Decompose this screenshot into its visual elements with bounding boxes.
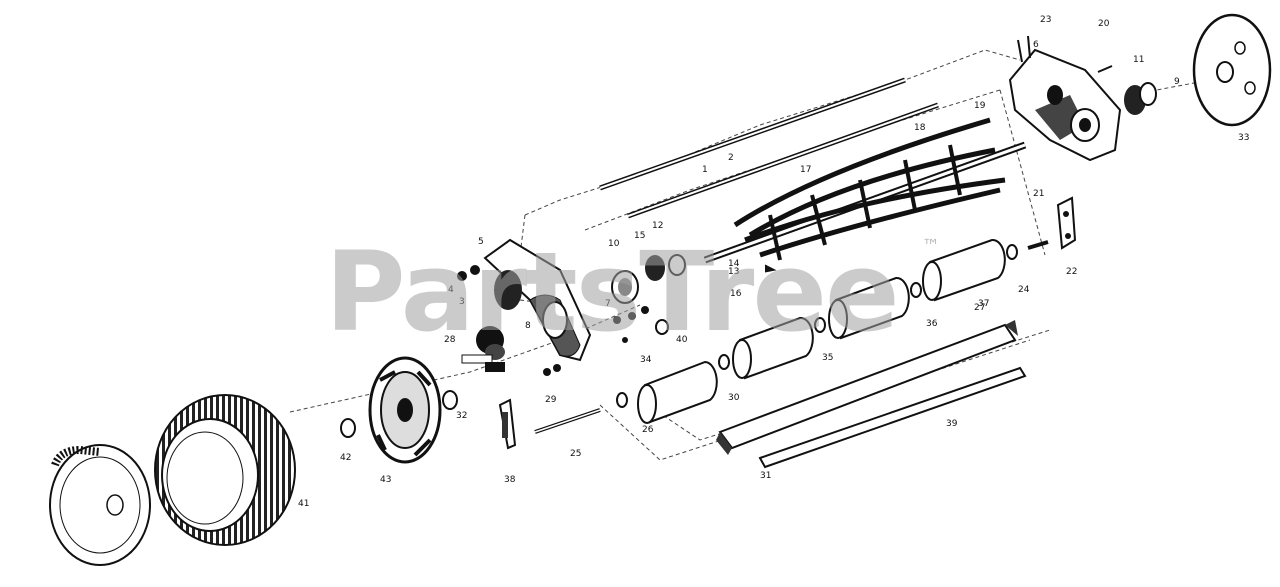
callout-label: 2 [728, 153, 734, 163]
small-hardware [457, 265, 649, 376]
callout-label: 4 [448, 285, 454, 295]
callout-label: 23 [1040, 15, 1051, 25]
callout-label: 36 [926, 319, 938, 329]
callout-label: 42 [340, 453, 351, 463]
bushing-small [340, 390, 458, 438]
callout-label: 39 [946, 419, 958, 429]
callout-label: 18 [914, 123, 926, 133]
callout-label: 3 [459, 297, 465, 307]
roller-1 [637, 360, 718, 424]
callout-label: 14 [728, 259, 740, 269]
roller-2 [732, 316, 814, 380]
callout-label: 19 [974, 101, 986, 111]
callout-label: 12 [652, 221, 663, 231]
bed-knife [758, 366, 1027, 469]
callout-label: 43 [380, 475, 391, 485]
callout-labels: 1 2 3 4 5 6 7 8 9 10 11 12 13 14 15 16 1… [298, 15, 1249, 509]
callout-label: 21 [1033, 189, 1044, 199]
rollers [616, 238, 1018, 424]
link-right [1027, 196, 1077, 250]
side-plate-left [483, 238, 592, 362]
callout-label: 32 [456, 411, 467, 421]
callout-label: 37 [978, 299, 989, 309]
roller-washers [616, 244, 1018, 408]
callout-label: 8 [525, 321, 531, 331]
callout-label: 9 [1174, 77, 1180, 87]
callout-label: 26 [642, 425, 654, 435]
callout-label: 33 [1238, 133, 1249, 143]
callout-label: 29 [545, 395, 557, 405]
callout-label: 25 [570, 449, 581, 459]
callout-label: 30 [728, 393, 740, 403]
callout-label: 1 [702, 165, 708, 175]
axle-rod [534, 408, 601, 434]
tire [154, 394, 296, 546]
callout-label: 31 [760, 471, 771, 481]
callout-label: 34 [640, 355, 652, 365]
watermark-trademark: ™ [922, 236, 940, 257]
roller-4 [922, 238, 1006, 302]
callout-label: 6 [1033, 40, 1039, 50]
drive-wheel [368, 356, 442, 464]
callout-label: 28 [444, 335, 456, 345]
callout-label: 22 [1066, 267, 1077, 277]
callout-label: 7 [605, 299, 611, 309]
callout-label: 17 [800, 165, 811, 175]
callout-label: 15 [634, 231, 645, 241]
callout-label: 41 [298, 499, 309, 509]
side-plate-right [1008, 48, 1122, 162]
screws-top [1017, 35, 1113, 73]
callout-label: 24 [1018, 285, 1030, 295]
height-arm [498, 398, 517, 450]
bearing-left [611, 254, 686, 335]
callout-label: 11 [1133, 55, 1144, 65]
callout-label: 5 [478, 237, 484, 247]
callout-label: 16 [730, 289, 742, 299]
wheel-right [1192, 13, 1272, 127]
callout-label: 27 [974, 303, 985, 313]
bearing-right [1124, 82, 1157, 115]
callout-label: 38 [504, 475, 516, 485]
tie-rods [599, 77, 939, 219]
roller-3 [828, 276, 910, 340]
callout-label: 13 [728, 267, 739, 277]
bed-bar [716, 320, 1018, 455]
pinion-gear [461, 326, 505, 372]
callout-label: 10 [608, 239, 620, 249]
callout-label: 20 [1098, 19, 1110, 29]
callout-label: 35 [822, 353, 833, 363]
callout-label: 40 [676, 335, 688, 345]
reel-assembly [703, 117, 1027, 273]
hubcap-left [49, 444, 151, 566]
